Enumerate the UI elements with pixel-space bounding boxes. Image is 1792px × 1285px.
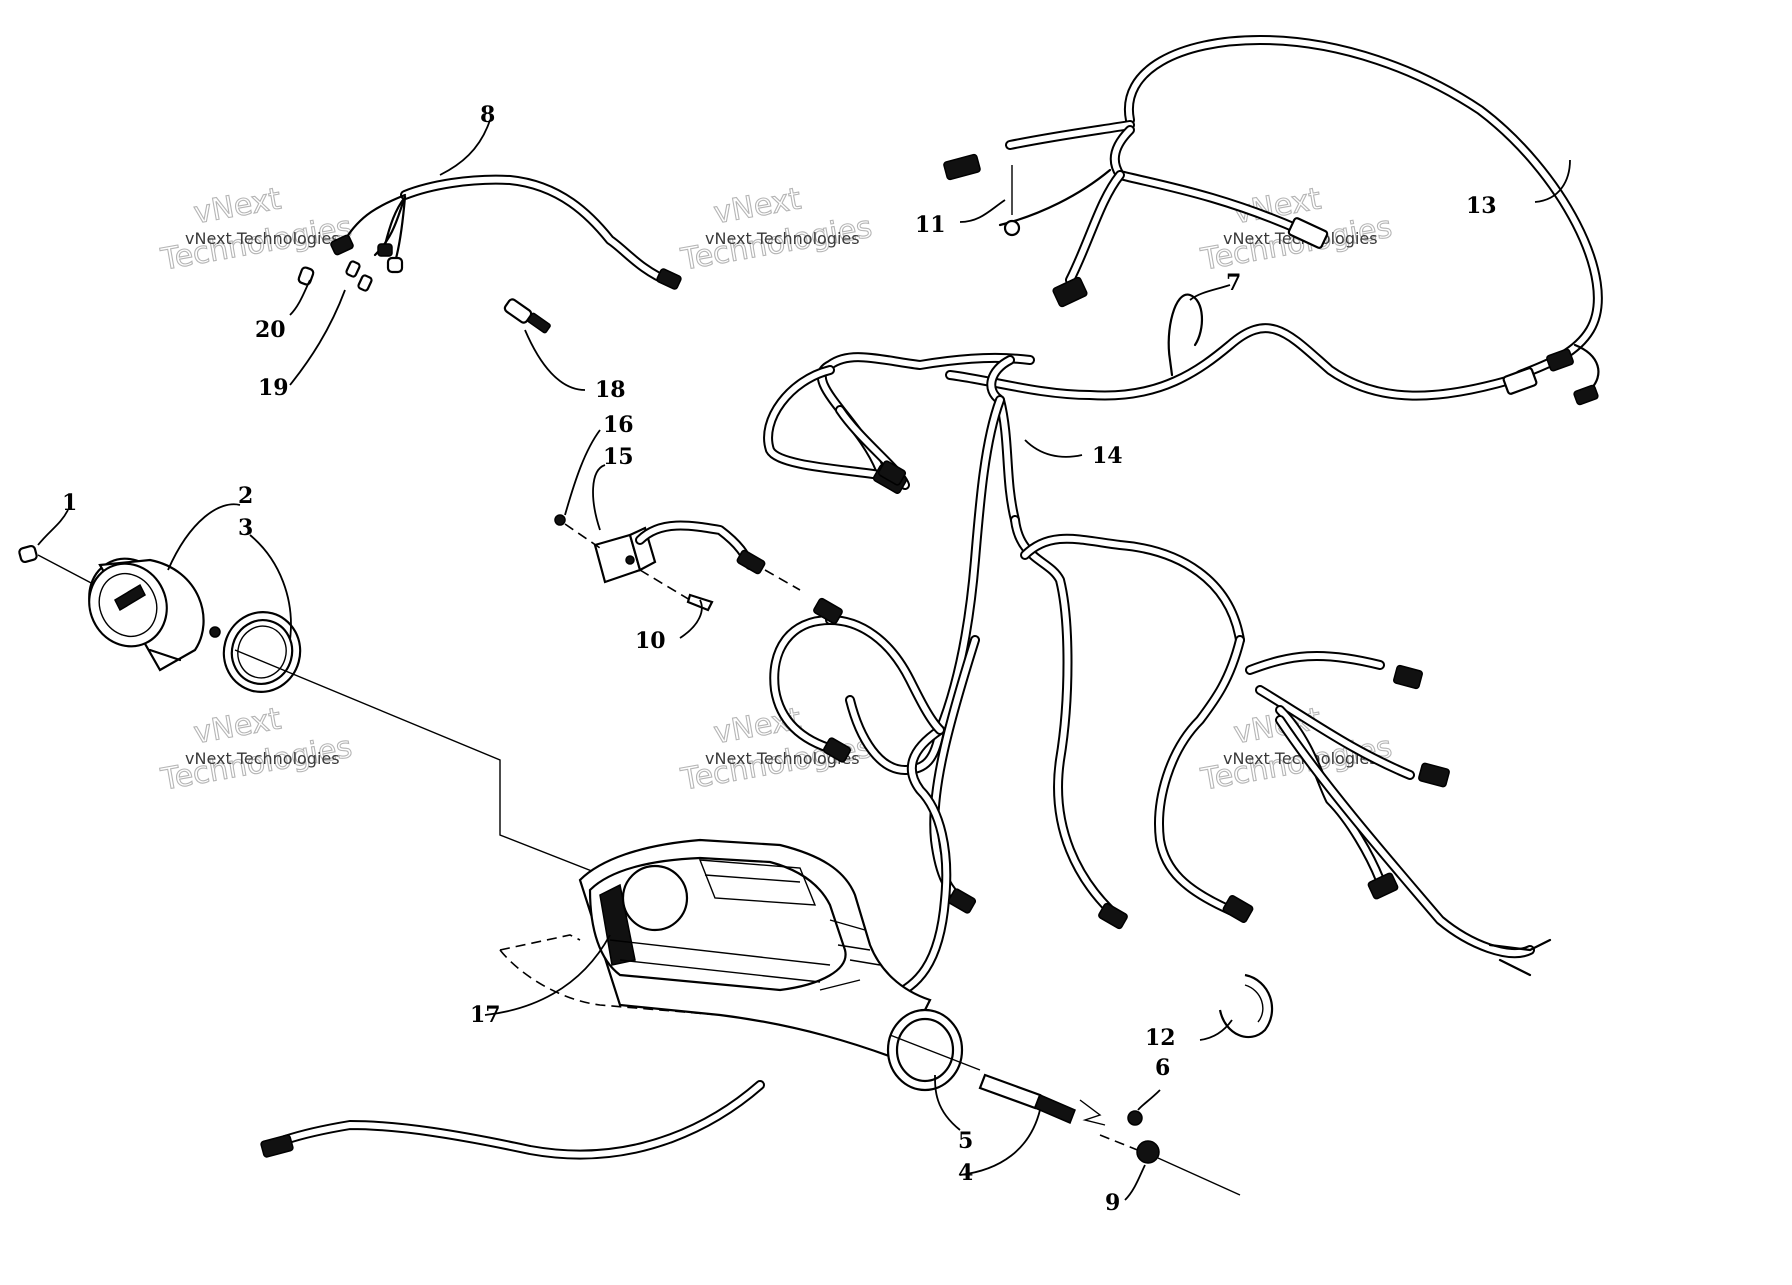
callout-7: 7 — [1226, 270, 1241, 296]
callout-13: 13 — [1466, 193, 1497, 219]
watermark-small-mid-left: vNext Technologies — [185, 749, 340, 768]
watermark-mid-left: vNext Technologies — [157, 701, 355, 798]
callout-18: 18 — [595, 377, 626, 403]
ground-screw-11 — [1003, 165, 1021, 237]
callout-12: 12 — [1145, 1025, 1176, 1051]
bulb-socket-18 — [503, 298, 551, 334]
callout-8: 8 — [480, 102, 495, 128]
callout-3: 3 — [238, 515, 253, 541]
watermark-small-mid-center: vNext Technologies — [705, 749, 860, 768]
nut-6 — [1099, 1110, 1151, 1156]
callout-2: 2 — [238, 483, 253, 509]
watermark-small-top-left: vNext Technologies — [185, 229, 340, 248]
callout-17: 17 — [470, 1002, 501, 1028]
callout-16: 16 — [603, 412, 634, 438]
watermark-small-top-center: vNext Technologies — [705, 229, 860, 248]
callout-5: 5 — [958, 1128, 973, 1154]
wiring-harness-13 — [943, 35, 1603, 406]
callout-19: 19 — [258, 375, 289, 401]
relay-15 — [554, 514, 801, 591]
screw-10 — [639, 569, 714, 612]
callout-14: 14 — [1092, 443, 1123, 469]
wiring-harness-8 — [297, 174, 682, 292]
callout-labels: 1 2 3 4 5 6 7 8 9 10 11 12 13 14 15 16 1… — [62, 102, 1497, 1216]
probe-9 — [1136, 1140, 1241, 1196]
callout-6: 6 — [1155, 1055, 1170, 1081]
callout-20: 20 — [255, 317, 286, 343]
connector-clip-7 — [1167, 293, 1203, 377]
callout-11: 11 — [915, 212, 946, 238]
callout-9: 9 — [1105, 1190, 1120, 1216]
wiring-harness-14 — [763, 352, 1552, 1005]
grommet-5 — [886, 1008, 981, 1092]
speedometer-cable — [260, 1080, 765, 1160]
callout-10: 10 — [635, 628, 666, 654]
gauge-assembly — [18, 544, 641, 891]
leader-lines — [37, 119, 1571, 1201]
dash-panel-17 — [499, 838, 932, 1062]
callout-4: 4 — [958, 1160, 973, 1186]
sender-4 — [978, 1073, 1106, 1126]
watermark-top-center: vNext Technologies — [677, 181, 875, 278]
clamp-12 — [1218, 973, 1274, 1039]
callout-15: 15 — [603, 444, 634, 470]
watermark-small-mid-right: vNext Technologies — [1223, 749, 1378, 768]
watermark-top-left: vNext Technologies — [157, 181, 355, 278]
callout-1: 1 — [62, 490, 77, 516]
